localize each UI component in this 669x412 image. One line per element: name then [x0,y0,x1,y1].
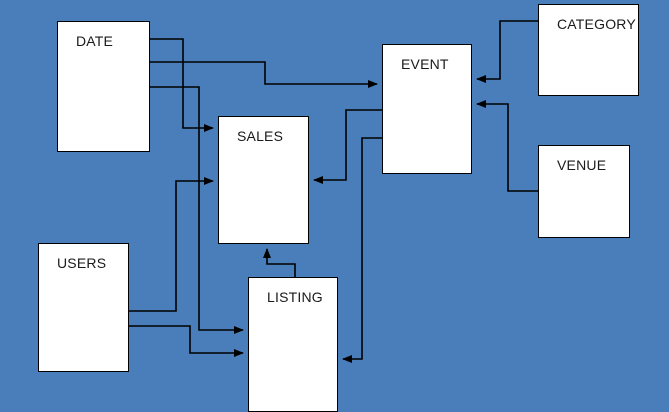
entity-node-date[interactable]: DATE [57,21,150,152]
entity-node-sales[interactable]: SALES [218,116,309,244]
entity-label-listing: LISTING [267,289,323,305]
entity-label-category: CATEGORY [557,16,636,32]
connector-category-to-event[interactable] [476,20,538,83]
entity-node-users[interactable]: USERS [38,243,129,372]
entity-label-venue: VENUE [557,157,607,173]
connector-date-to-listing[interactable] [150,86,244,334]
entity-node-category[interactable]: CATEGORY [538,4,639,96]
connector-users-to-sales[interactable] [129,177,214,312]
connector-event-to-sales[interactable] [313,109,382,184]
connector-event-to-listing[interactable] [342,137,382,363]
entity-label-users: USERS [57,255,107,271]
entity-node-venue[interactable]: VENUE [538,145,630,238]
connector-users-to-listing[interactable] [129,325,244,357]
entity-node-event[interactable]: EVENT [382,44,472,174]
entity-label-sales: SALES [237,128,284,144]
entity-label-date: DATE [76,33,114,49]
connector-date-to-event[interactable] [150,61,378,88]
entity-node-listing[interactable]: LISTING [248,277,338,412]
connector-listing-to-sales[interactable] [263,248,296,277]
entity-label-event: EVENT [401,56,449,72]
connector-venue-to-event[interactable] [476,100,538,192]
connector-date-to-sales[interactable] [150,38,214,132]
